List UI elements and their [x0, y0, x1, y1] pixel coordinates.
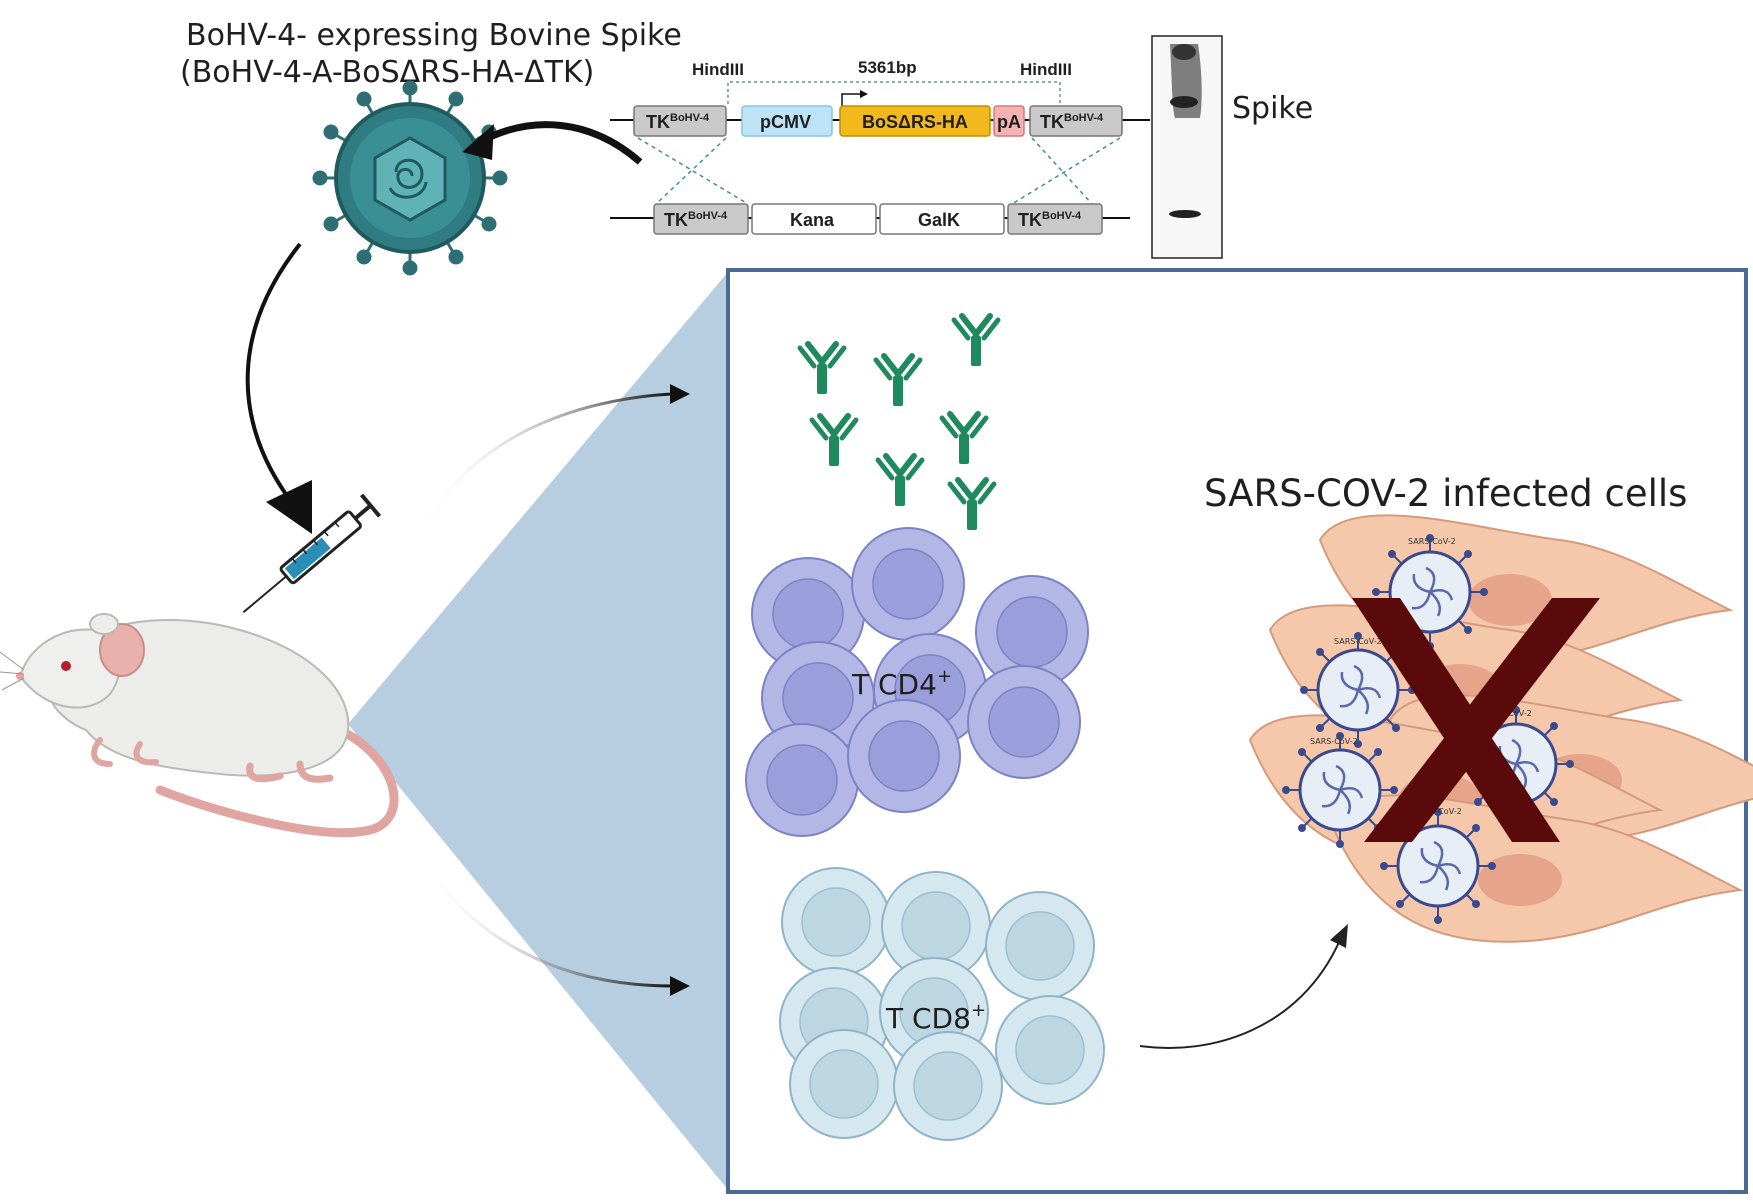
hindiii-left-label: HindIII: [692, 60, 744, 79]
kana-label: Kana: [790, 210, 835, 230]
cd4-cell: [745, 723, 859, 837]
virus-label: SARS-CoV-2: [1408, 537, 1456, 546]
arrow-head-bottom: [670, 976, 690, 996]
cd8-cell: [781, 867, 891, 977]
spike-gene-label: BoSΔRS-HA: [862, 112, 968, 132]
arrow-head-cd8: [1330, 924, 1348, 948]
tk-bottom-left-sup: BoHV-4: [688, 210, 728, 222]
arrow-head-construct: [462, 124, 494, 160]
western-blot-label: Spike: [1232, 91, 1313, 126]
arrow-icon: [414, 392, 673, 551]
title-line-1: BoHV-4- expressing Bovine Spike: [186, 18, 682, 53]
recombination-lines: [637, 137, 1121, 205]
tk-bottom-left-base: TK: [664, 210, 688, 230]
title-line-2: (BoHV-4-A-BoSΔRS-HA-ΔTK): [180, 55, 594, 90]
tk-right-text: TKBoHV-4: [1040, 112, 1104, 132]
promoter-arrow: [841, 93, 860, 108]
spike-gene-box: [839, 105, 991, 137]
galk-label: GalK: [918, 210, 960, 230]
virus-label: SARS-CoV-2: [1414, 807, 1462, 816]
arrow-icon: [414, 849, 673, 988]
tk-bottom-right-base: TK: [1018, 210, 1042, 230]
cd8-cell: [995, 995, 1105, 1105]
cd4-cell: [967, 665, 1081, 779]
cd4-label-sup: +: [937, 666, 952, 687]
virus-icon: [312, 80, 508, 276]
syringe-icon: [242, 493, 382, 614]
tk-right-box: [1029, 105, 1123, 137]
tk-bottom-right-text: TKBoHV-4: [1018, 210, 1082, 230]
arrow-icon: [1139, 939, 1341, 1049]
cd4-label: T CD4+: [851, 666, 952, 701]
pa-box: [993, 105, 1025, 137]
tk-bottom-right-sup: BoHV-4: [1042, 210, 1082, 222]
magnification-cone: [348, 272, 728, 1190]
cd4-label-base: T CD4: [851, 668, 937, 701]
cd4-cell: [851, 527, 965, 641]
tk-right-sup: BoHV-4: [1064, 112, 1104, 124]
tk-left-text: TKBoHV-4: [646, 112, 710, 132]
cd8-cell: [985, 891, 1095, 1001]
pcmv-box: [741, 105, 833, 137]
galk-box: [879, 203, 1005, 235]
cd8-label-base: T CD8: [885, 1002, 971, 1035]
tk-bottom-right-box: [1007, 203, 1103, 235]
cross-icon: [1352, 598, 1600, 842]
tk-bottom-left-text: TKBoHV-4: [664, 210, 728, 230]
mouse-icon: [0, 613, 399, 838]
virus-label: SARS-CoV-2: [1310, 737, 1358, 746]
tk-left-sup: BoHV-4: [670, 112, 710, 124]
arrow-head-top: [670, 384, 690, 404]
tk-bottom-left-box: [653, 203, 749, 235]
cd4-cell: [847, 699, 961, 813]
tk-right-base: TK: [1040, 112, 1064, 132]
virus-label: SARS-CoV-2: [1334, 637, 1382, 646]
tk-left-base: TK: [646, 112, 670, 132]
cd8-label-sup: +: [971, 1000, 986, 1021]
construct-map: HindIII 5361bp HindIII TKBoHV-4 pCMV BoS…: [610, 58, 1150, 235]
pcmv-label: pCMV: [760, 112, 811, 132]
western-blot: [1151, 35, 1223, 259]
tk-left-box: [633, 105, 727, 137]
cd8-cell: [893, 1031, 1003, 1141]
arrow-head-virus: [266, 480, 312, 534]
hindiii-span: [727, 81, 1061, 104]
pa-label: pA: [997, 112, 1021, 132]
arrow-icon: [245, 242, 302, 502]
cd8-cell: [789, 1029, 899, 1139]
hindiii-right-label: HindIII: [1020, 60, 1072, 79]
cd8-label: T CD8+: [885, 1000, 986, 1035]
kana-box: [751, 203, 877, 235]
infected-cells-title: SARS-COV-2 infected cells: [1204, 472, 1687, 515]
construct-size-label: 5361bp: [858, 58, 917, 77]
promoter-arrow-head: [860, 90, 868, 98]
arrow-icon: [476, 121, 643, 165]
